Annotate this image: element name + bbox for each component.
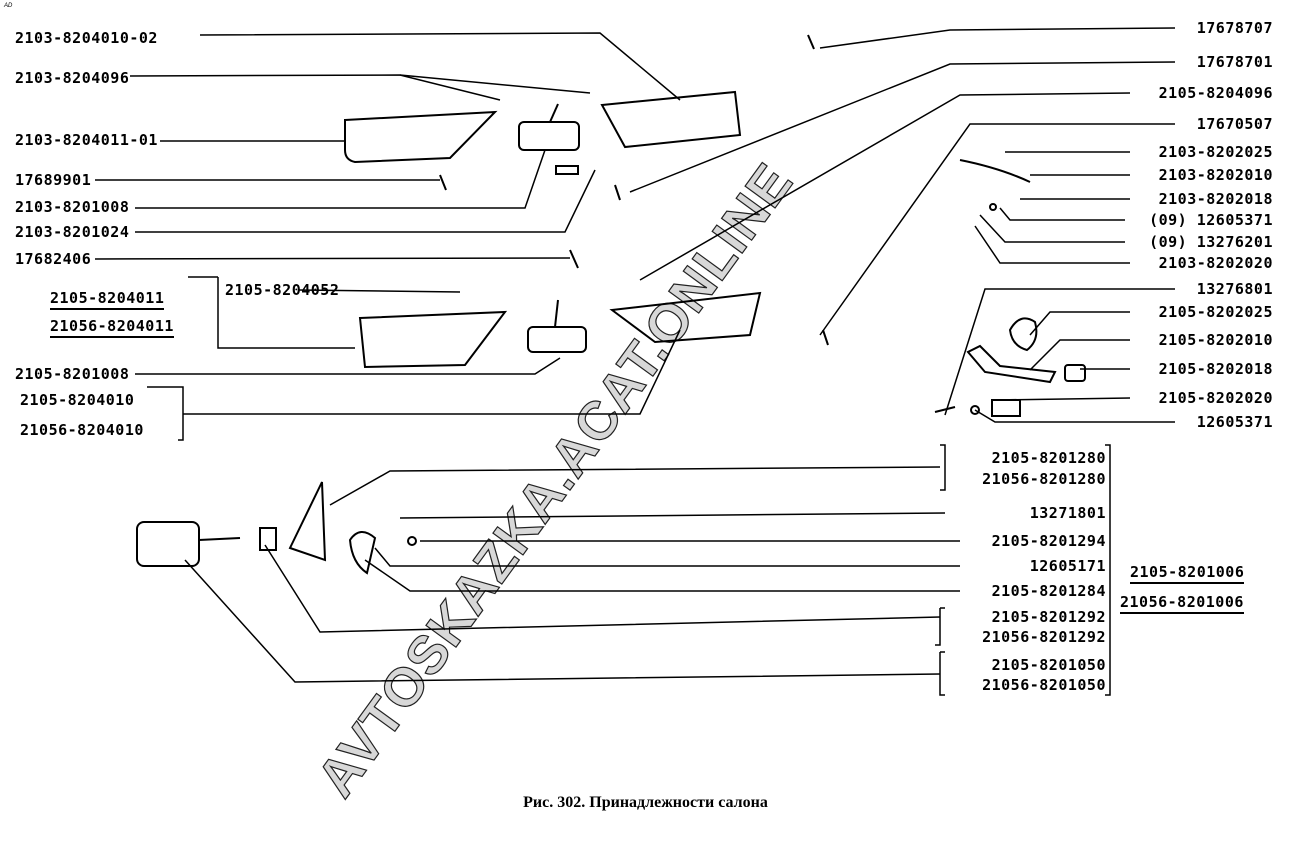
part-label: 17678707 — [1196, 19, 1273, 37]
part-label: 2105-8201284 — [991, 582, 1106, 600]
grab-handle-lower — [966, 344, 1057, 384]
part-label: 17678701 — [1196, 53, 1273, 71]
part-label: 2105-8202010 — [1158, 331, 1273, 349]
part-label: 2103-8202020 — [1158, 254, 1273, 272]
part-label: 12605171 — [1029, 557, 1106, 575]
part-label: 13276801 — [1196, 280, 1273, 298]
mirror-upper — [518, 121, 580, 151]
part-label: 2105-8204052 — [225, 281, 340, 299]
part-label: 12605371 — [1196, 413, 1273, 431]
mirror-gasket — [259, 527, 277, 551]
part-label: 2103-8202010 — [1158, 166, 1273, 184]
assembly-label: 21056-8201006 — [1120, 593, 1244, 614]
part-label: 2105-8201280 — [991, 449, 1106, 467]
part-label: 2103-8204010-02 — [15, 29, 158, 47]
mirror-lower — [527, 326, 587, 353]
door-mirror — [136, 521, 200, 567]
figure-caption: Рис. 302. Принадлежности салона — [523, 794, 768, 811]
leader-lines-left — [94, 32, 681, 441]
plug-part — [1064, 364, 1086, 382]
assembly-label: 2105-8201006 — [1130, 563, 1245, 584]
part-label: 2103-8202025 — [1158, 143, 1273, 161]
part-shapes — [136, 34, 1086, 575]
part-label: 21056-8201280 — [982, 470, 1106, 488]
part-label: 2103-8202018 — [1158, 190, 1273, 208]
part-label: 2105-8204010 — [20, 391, 135, 409]
part-label: 2105-8201050 — [991, 656, 1106, 674]
part-label: 21056-8204011 — [50, 317, 174, 338]
part-label: 21056-8204010 — [20, 421, 144, 439]
part-label: 17670507 — [1196, 115, 1273, 133]
cover-part — [991, 399, 1021, 417]
part-label: 2103-8201008 — [15, 198, 130, 216]
part-label: 2105-8202020 — [1158, 389, 1273, 407]
part-label: 2105-8201294 — [991, 532, 1106, 550]
part-label: 2105-8201008 — [15, 365, 130, 383]
sun-visor-right-lower — [609, 291, 762, 344]
part-label: 21056-8201292 — [982, 628, 1106, 646]
leader-lines-right — [184, 27, 1176, 696]
sun-visor-right-upper — [600, 90, 742, 149]
part-label: 2103-8201024 — [15, 223, 130, 241]
part-label: 2103-8204011-01 — [15, 131, 158, 149]
part-label: 2105-8202018 — [1158, 360, 1273, 378]
part-label: 2105-8201292 — [991, 608, 1106, 626]
sun-visor-left-upper — [344, 110, 498, 164]
mirror-triangle — [288, 481, 327, 562]
part-label: 21056-8201050 — [982, 676, 1106, 694]
part-label: 2103-8204096 — [15, 69, 130, 87]
part-label: (09) 12605371 — [1149, 211, 1273, 229]
part-label: 2105-8204096 — [1158, 84, 1273, 102]
grab-handle-upper — [959, 159, 1031, 183]
corner-mark: AD — [4, 3, 13, 9]
mirror-clip-upper — [555, 165, 579, 175]
part-label: 2105-8202025 — [1158, 303, 1273, 321]
part-label: 17682406 — [15, 250, 92, 268]
mirror-handle — [348, 531, 377, 575]
part-label: 2105-8204011 — [50, 289, 165, 310]
cap-part — [1008, 317, 1038, 352]
part-label: 17689901 — [15, 171, 92, 189]
sun-visor-left-lower — [358, 310, 508, 369]
part-label: 13271801 — [1029, 504, 1106, 522]
part-label: (09) 13276201 — [1149, 233, 1273, 251]
